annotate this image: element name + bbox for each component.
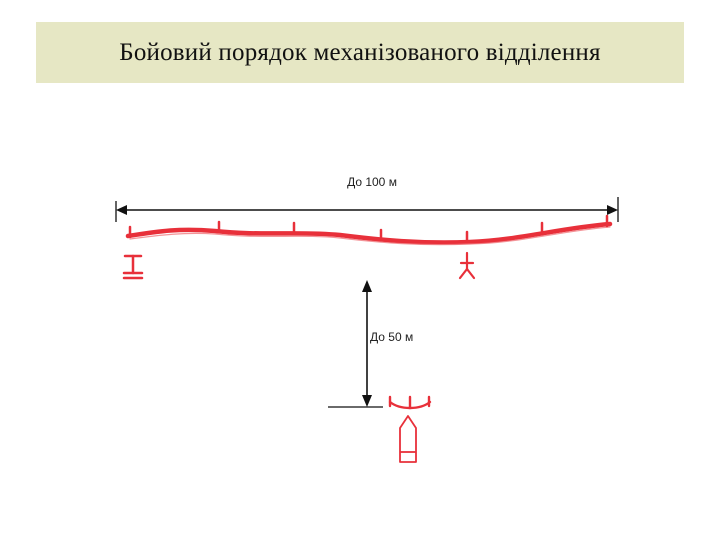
depth-label: До 50 м: [370, 330, 413, 344]
vehicle-crew-icon: [388, 395, 432, 410]
machine-gunner-icon: [458, 251, 476, 280]
width-dimension: [115, 197, 619, 222]
squad-line: [125, 221, 613, 246]
slide-title: Бойовий порядок механізованого відділенн…: [119, 38, 601, 66]
infantry-vehicle-icon: [399, 415, 417, 463]
squad-leader-icon: [122, 254, 144, 280]
depth-dimension: [328, 280, 383, 408]
title-banner: Бойовий порядок механізованого відділенн…: [36, 22, 684, 83]
width-label: До 100 м: [347, 175, 397, 189]
soldier-position-icon: [128, 214, 609, 244]
